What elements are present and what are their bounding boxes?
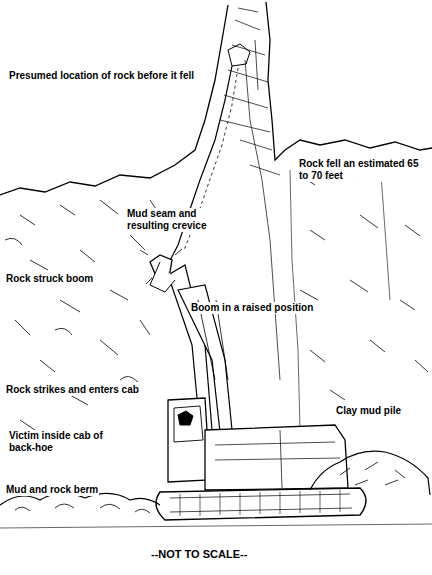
callout-label: Rock strikes and enters cab	[5, 384, 140, 396]
callout-label: Rock fell an estimated 65 to 70 feet	[298, 158, 428, 182]
scale-note: --NOT TO SCALE--	[150, 548, 248, 560]
callout-label: Clay mud pile	[335, 405, 402, 417]
callout-label: Rock struck boom	[5, 273, 94, 285]
callout-label: Presumed location of rock before it fell	[8, 70, 195, 82]
callout-label: Mud and rock berm	[5, 484, 99, 496]
callout-label: Mud seam and resulting crevice	[126, 208, 228, 232]
callout-label: Victim inside cab of back-hoe	[8, 430, 120, 454]
callout-label: Boom in a raised position	[190, 302, 314, 314]
